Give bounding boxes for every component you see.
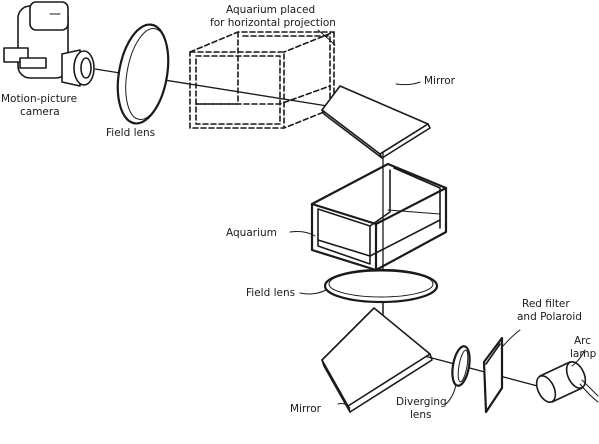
camera-icon	[3, 1, 95, 87]
label-red-filter-1: Red filter	[522, 298, 570, 310]
field-lens-top-icon	[116, 23, 170, 125]
label-aquarium-horizontal-2: for horizontal projection	[210, 17, 336, 29]
label-diverging-2: lens	[410, 409, 432, 421]
aquarium-icon	[310, 162, 448, 272]
label-camera-1: Motion-picture	[1, 93, 77, 105]
label-mirror-bottom: Mirror	[290, 403, 322, 415]
label-aquarium: Aquarium	[226, 227, 277, 239]
label-field-lens-top: Field lens	[106, 127, 155, 139]
arc-lamp-icon	[535, 361, 599, 403]
label-red-filter-2: and Polaroid	[517, 311, 582, 323]
label-diverging-1: Diverging	[396, 396, 447, 408]
label-arc-1: Arc	[574, 335, 591, 347]
label-aquarium-horizontal-1: Aquarium placed	[226, 4, 315, 16]
diverging-lens-icon	[451, 345, 471, 387]
red-filter-icon	[482, 336, 504, 414]
leader-lines	[289, 29, 586, 409]
label-field-lens-bottom: Field lens	[246, 287, 295, 299]
dashed-aquarium-icon	[189, 31, 335, 129]
label-camera-2: camera	[20, 106, 60, 118]
label-arc-2: lamp	[570, 348, 597, 360]
mirror-bottom-icon	[321, 307, 433, 413]
light-path	[94, 68, 546, 389]
mirror-top-icon	[321, 85, 431, 159]
field-lens-bottom-icon	[323, 268, 439, 304]
label-mirror-top: Mirror	[424, 75, 456, 87]
